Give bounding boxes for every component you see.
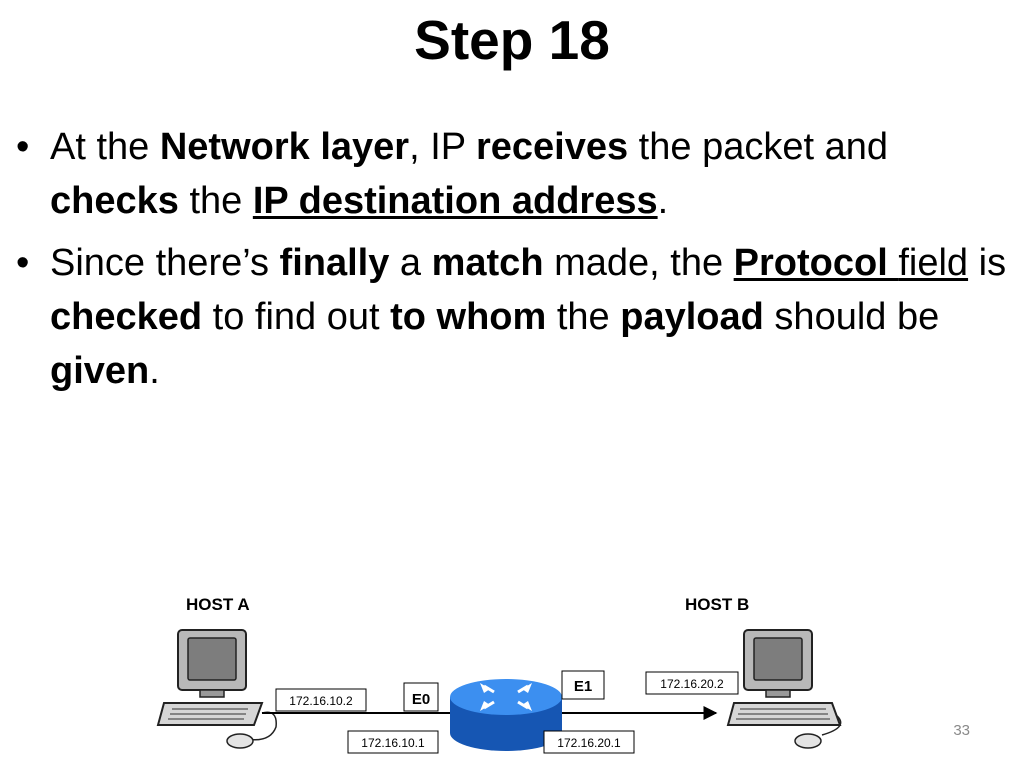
host-a-ip: 172.16.10.2	[289, 694, 353, 708]
bullet-text-segment: IP destination address	[252, 180, 658, 222]
bullet-item: At the Network layer, IP receives the pa…	[14, 120, 1014, 228]
router-e0-label: E0	[412, 691, 430, 708]
bullet-text-segment: field	[898, 242, 969, 284]
slide-title: Step 18	[414, 9, 610, 71]
bullet-text-segment: , IP	[409, 126, 476, 168]
bullet-text-segment: payload	[620, 296, 764, 338]
router-e1-label: E1	[574, 678, 592, 695]
bullet-text-segment: is	[968, 242, 1007, 284]
bullet-text-segment: Since there’s	[50, 242, 280, 284]
host-a-computer-icon	[156, 629, 277, 749]
bullet-text-segment: .	[149, 350, 160, 392]
bullet-text-segment: should be	[763, 296, 940, 338]
host-b-label: HOST B	[685, 595, 749, 614]
bullet-text-segment: a	[389, 242, 432, 284]
bullet-text-segment: the packet and	[628, 126, 888, 168]
bullet-item: Since there’s finally a match made, the …	[14, 236, 1014, 398]
bullet-text-segment: the	[178, 180, 253, 222]
bullet-text-segment: to whom	[390, 296, 547, 338]
bullet-text-segment: Protocol	[733, 242, 899, 284]
network-diagram: HOST A HOST B	[156, 595, 842, 754]
router-e0-ip: 172.16.10.1	[361, 736, 425, 750]
bullet-text-segment: checked	[50, 296, 203, 338]
page-number: 33	[953, 722, 970, 739]
host-b-ip: 172.16.20.2	[660, 677, 724, 691]
bullet-text-segment: receives	[475, 126, 629, 168]
host-a-label: HOST A	[186, 595, 250, 614]
bullet-text-segment: made, the	[543, 242, 734, 284]
bullet-text-segment: finally	[279, 242, 390, 284]
bullet-text-segment: given	[50, 350, 150, 392]
bullet-text-segment: match	[431, 242, 544, 284]
bullet-text-segment: At the	[50, 126, 160, 168]
host-b-computer-icon	[726, 629, 842, 749]
bullet-text-segment: to find out	[202, 296, 391, 338]
bullet-text-segment: .	[657, 180, 669, 222]
bullet-text-segment: the	[546, 296, 621, 338]
router-e1-ip: 172.16.20.1	[557, 736, 621, 750]
bullet-text-segment: checks	[50, 180, 179, 222]
bullet-text-segment: Network layer	[159, 126, 410, 168]
bullet-list: At the Network layer, IP receives the pa…	[14, 120, 1014, 406]
router-icon	[450, 679, 562, 751]
